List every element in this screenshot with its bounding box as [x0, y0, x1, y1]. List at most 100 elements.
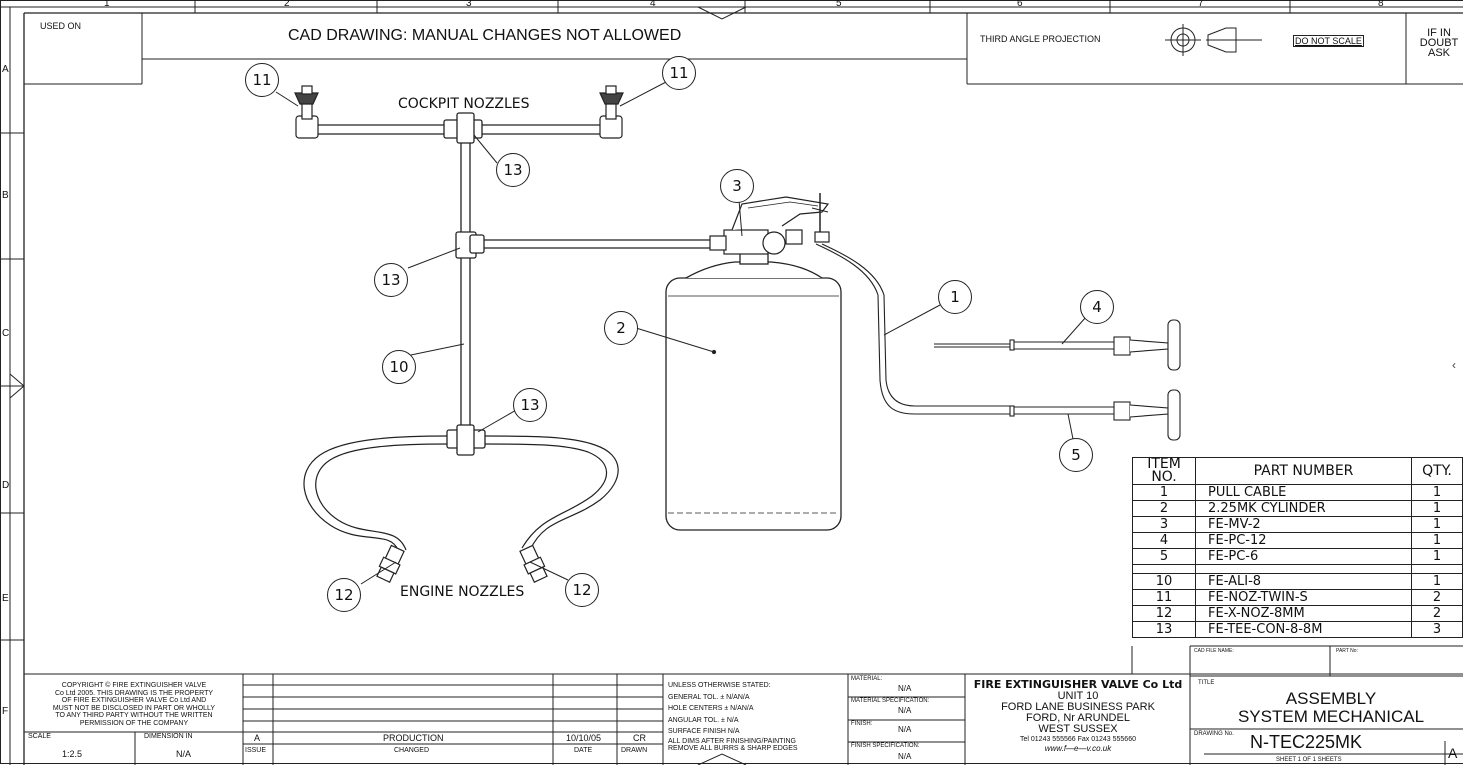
- callout-item-12: 12: [327, 578, 361, 612]
- column-label: 2: [284, 0, 290, 9]
- qty: 1: [1411, 573, 1463, 590]
- tee-connectors: [443, 112, 486, 456]
- date-value: 10/10/05: [566, 733, 602, 743]
- part-number: FE-NOZ-TWIN-S: [1195, 589, 1412, 606]
- date-label: DATE: [574, 747, 593, 754]
- cockpit-nozzles-label: COCKPIT NOZZLES: [398, 96, 530, 112]
- copyright-line: COPYRIGHT © FIRE EXTINGUISHER VALVE: [61, 682, 207, 689]
- material-spec-value: N/A: [898, 706, 912, 715]
- parts-table-header: ITEM NO. PART NUMBER QTY.: [1132, 457, 1463, 485]
- qty: 1: [1411, 548, 1463, 565]
- callout-item-10: 10: [382, 350, 416, 384]
- issue-label: ISSUE: [245, 747, 267, 754]
- company-block: FIRE EXTINGUISHER VALVE Co Ltd UNIT 10 F…: [966, 678, 1190, 753]
- material-label: MATERIAL:: [851, 676, 883, 682]
- qty: 1: [1411, 500, 1463, 517]
- copyright-line: Co Ltd 2005. THIS DRAWING IS THE PROPERT…: [54, 689, 214, 697]
- address-line: WEST SUSSEX: [1038, 723, 1118, 735]
- dimension-value: N/A: [176, 749, 192, 759]
- qty: 3: [1411, 621, 1463, 638]
- callout-item-4: 4: [1080, 290, 1114, 324]
- drawing-title: ASSEMBLY SYSTEM MECHANICAL: [1196, 690, 1463, 726]
- item-no: 1: [1132, 484, 1196, 501]
- callout-item-12: 12: [565, 573, 599, 607]
- callout-item-13: 13: [374, 263, 408, 297]
- row-label: B: [2, 190, 9, 201]
- part-number: FE-PC-6: [1195, 548, 1412, 565]
- change-value: PRODUCTION: [383, 733, 444, 743]
- callout-item-5: 5: [1059, 438, 1093, 472]
- copyright-line: MUST NOT BE DISCLOSED IN PART OR WHOLLY: [52, 704, 216, 712]
- address-line: FORD, Nr ARUNDEL: [1026, 712, 1130, 724]
- drawn-value: CR: [633, 733, 646, 743]
- qty: 2: [1411, 589, 1463, 606]
- projection-label: THIRD ANGLE PROJECTION: [980, 34, 1101, 44]
- tolerance-line: SURFACE FINISH N/A: [668, 728, 740, 735]
- qty-header: QTY.: [1411, 457, 1463, 485]
- leader-lines: [275, 81, 1087, 585]
- callout-item-11: 11: [245, 63, 279, 97]
- part-number: FE-PC-12: [1195, 532, 1412, 549]
- finish-value: N/A: [898, 725, 912, 734]
- drawing-notice: CAD DRAWING: MANUAL CHANGES NOT ALLOWED: [288, 27, 682, 44]
- item-no: 12: [1132, 605, 1196, 622]
- column-label: 6: [1017, 0, 1023, 9]
- pull-handle-lower: [1009, 389, 1181, 441]
- title-label: TITLE: [1198, 680, 1215, 686]
- part-number: 2.25MK CYLINDER: [1195, 500, 1412, 517]
- qty: 1: [1411, 532, 1463, 549]
- qty: 1: [1411, 516, 1463, 533]
- copyright-notice: COPYRIGHT © FIRE EXTINGUISHER VALVE Co L…: [28, 682, 240, 727]
- issue-value: A: [254, 733, 261, 743]
- callout-item-11: 11: [662, 56, 696, 90]
- column-label: 7: [1198, 0, 1204, 9]
- part-no-label: PART No:: [1336, 648, 1358, 654]
- finish-spec-value: N/A: [898, 752, 912, 761]
- dimension-label: DIMENSION IN: [144, 733, 193, 740]
- drawing-number: N-TEC225MK: [1250, 732, 1363, 752]
- item-no: 10: [1132, 573, 1196, 590]
- row-label: E: [2, 593, 9, 604]
- sheet-count: SHEET 1 OF 1 SHEETS: [1276, 757, 1342, 763]
- callout-item-2: 2: [604, 311, 638, 345]
- change-label: CHANGED: [394, 747, 430, 754]
- item-no: 3: [1132, 516, 1196, 533]
- part-number: FE-TEE-CON-8-8M: [1195, 621, 1412, 638]
- row-label: C: [2, 328, 10, 339]
- qty: 2: [1411, 605, 1463, 622]
- valve: [709, 193, 830, 255]
- phone-line: Tel 01243 555566 Fax 01243 555660: [1020, 736, 1136, 743]
- column-label: 8: [1378, 0, 1384, 9]
- part-number: FE-X-NOZ-8MM: [1195, 605, 1412, 622]
- callout-item-13: 13: [496, 153, 530, 187]
- finish-spec-label: FINISH SPECIFICATION:: [851, 743, 920, 749]
- callout-item-3: 3: [720, 169, 754, 203]
- tolerance-line: REMOVE ALL BURRS & SHARP EDGES: [668, 744, 798, 752]
- tolerance-line: ALL DIMS AFTER FINISHING/PAINTING: [668, 737, 796, 745]
- drawing-no-label: DRAWING No.: [1194, 731, 1234, 737]
- scale-value: 1:2.5: [62, 749, 83, 759]
- tolerance-line: GENERAL TOL. ± N/AN/A: [668, 693, 750, 701]
- address-line: UNIT 10: [1057, 690, 1099, 702]
- copyright-line: TO ANY THIRD PARTY WITHOUT THE WRITTEN: [55, 712, 213, 719]
- chevron-left-icon: ‹: [1452, 358, 1456, 372]
- do-not-scale-label: DO NOT SCALE: [1293, 35, 1364, 47]
- scale-label: SCALE: [28, 733, 51, 740]
- item-no: 13: [1132, 621, 1196, 638]
- item-no: 4: [1132, 532, 1196, 549]
- blank-cell: [1132, 564, 1196, 574]
- engine-nozzles-label: ENGINE NOZZLES: [400, 584, 525, 600]
- if-in-doubt-note: IF IN DOUBT ASK: [1409, 28, 1463, 59]
- engine-hoses: [303, 435, 619, 551]
- sheet-size: A: [1448, 745, 1458, 761]
